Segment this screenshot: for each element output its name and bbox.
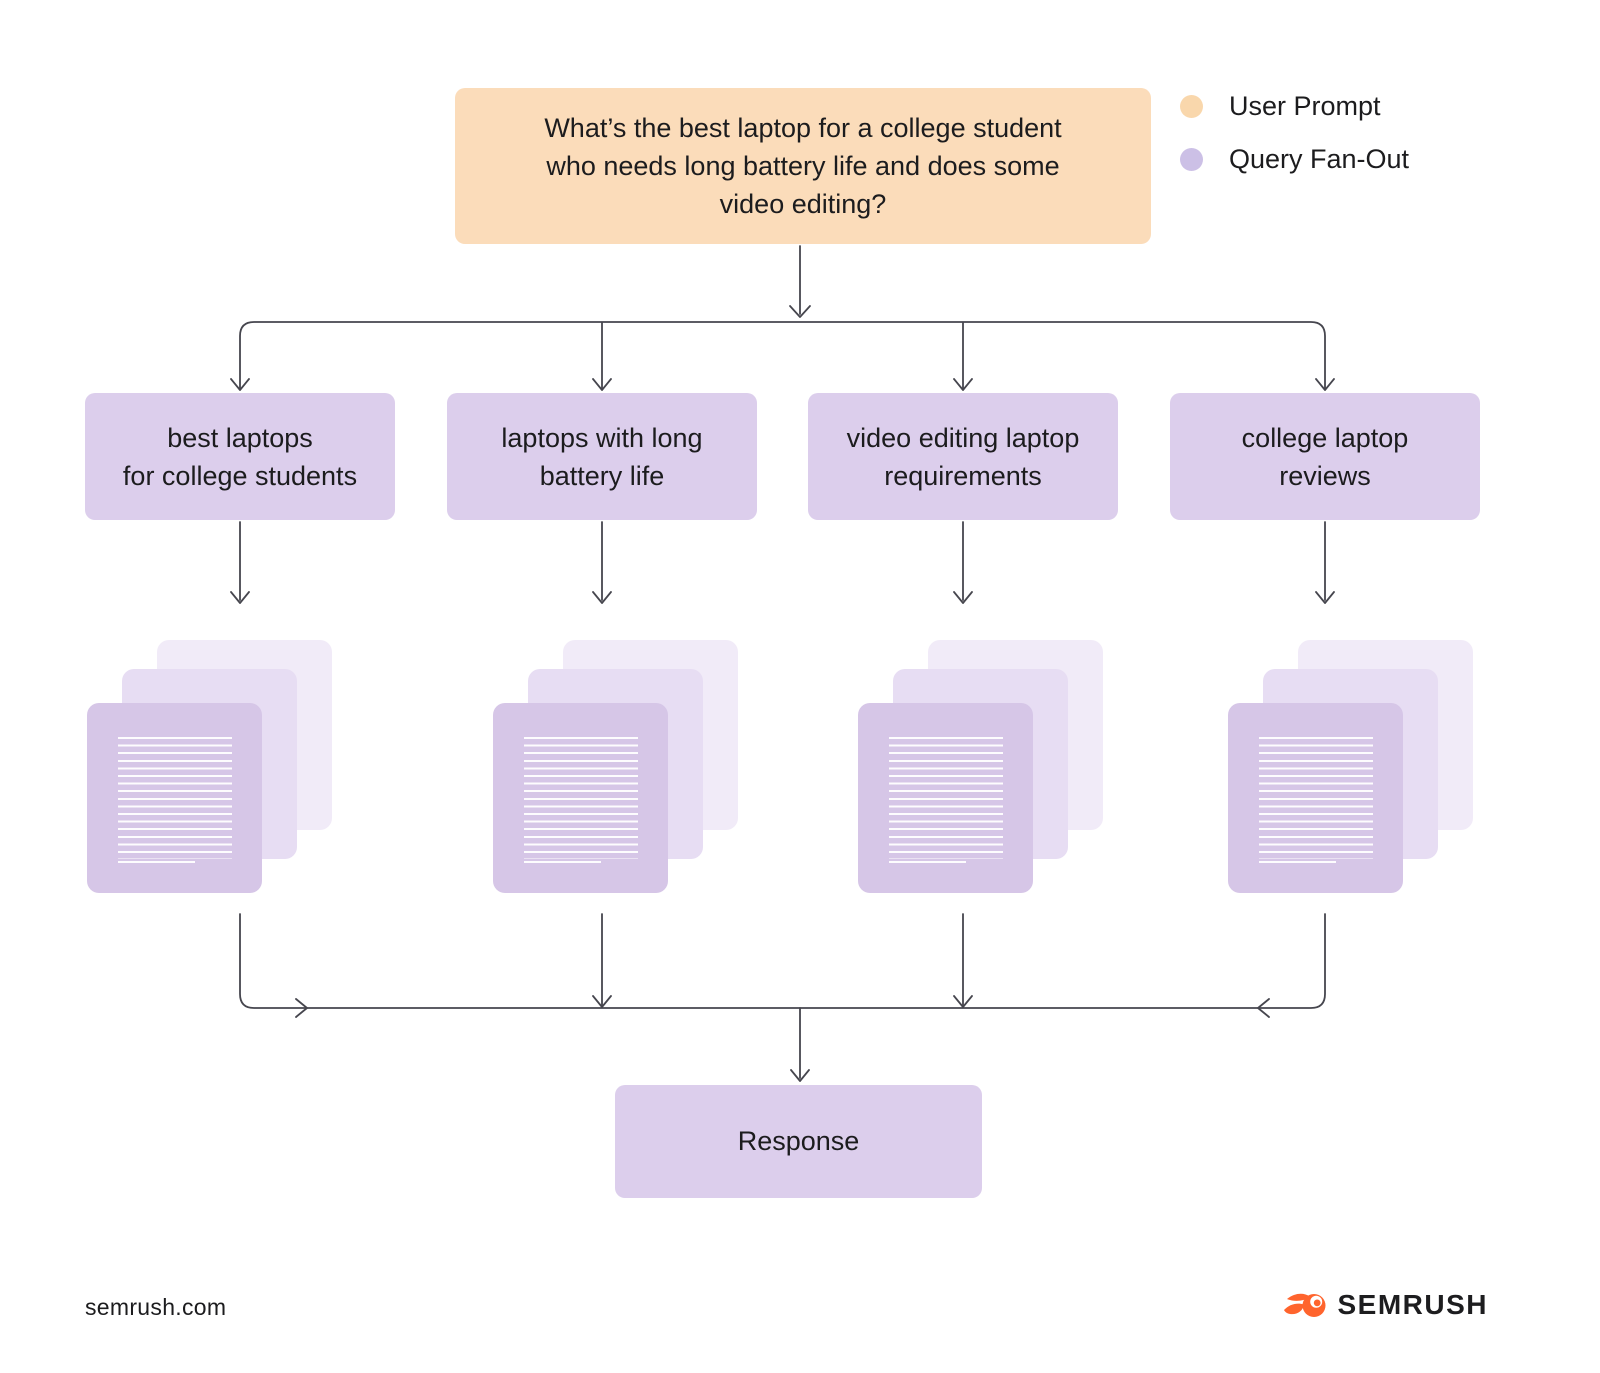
doc-text-last-line [524,861,601,863]
doc-page-front [858,703,1033,893]
fanout-bus-top-arrowheads [230,378,1335,391]
legend-label: User Prompt [1229,91,1381,121]
doc-text-last-line [1259,861,1336,863]
document-stack-icon [493,640,738,893]
doc-text-last-line [118,861,195,863]
doc-text-lines [118,737,232,859]
document-stack-icon [858,640,1103,893]
doc-text-lines [1259,737,1373,859]
response-box: Response [615,1085,982,1198]
query-box-battery-life: laptops with long battery life [447,393,757,520]
query-text: best laptops [167,422,313,453]
query-text: for college students [122,460,358,491]
query-text: requirements [884,460,1042,491]
doc-page-front [1228,703,1403,893]
orange-dot-icon [1180,95,1203,118]
user-prompt-line: video editing? [719,189,887,219]
query-box-video-editing: video editing laptop requirements [808,393,1118,520]
doc-page-front [493,703,668,893]
query-box-best-laptops: best laptops for college students [85,393,395,520]
arrow-bus-to-response [790,1007,810,1082]
user-prompt-line: What’s the best laptop for a college stu… [544,113,1062,143]
document-stack-icon [1228,640,1473,893]
query-text: video editing laptop [846,422,1080,453]
response-label: Response [737,1126,860,1156]
user-prompt-line: who needs long battery life and does som… [546,151,1060,181]
document-stack-icon [87,640,332,893]
merge-bus-bottom [239,913,1326,1009]
doc-page-front [87,703,262,893]
doc-text-last-line [889,861,966,863]
query-box-college-reviews: college laptop reviews [1170,393,1480,520]
legend-item-query-fan-out: Query Fan-Out [1180,144,1409,175]
arrows-query-to-documents [230,521,1335,604]
query-text: reviews [1279,460,1371,491]
query-text: laptops with long [501,422,703,453]
legend-item-user-prompt: User Prompt [1180,91,1409,122]
fanout-bus-top [239,321,1326,389]
user-prompt-box: What’s the best laptop for a college stu… [455,88,1151,244]
purple-dot-icon [1180,148,1203,171]
doc-text-lines [889,737,1003,859]
doc-text-lines [524,737,638,859]
semrush-flame-icon [1284,1293,1326,1317]
semrush-logo: SEMRUSH [1284,1288,1488,1322]
query-text: battery life [539,460,665,491]
brand-wordmark: SEMRUSH [1337,1289,1488,1320]
website-url: semrush.com [85,1294,227,1320]
merge-bus-bottom-arrowheads [295,995,1270,1018]
legend: User Prompt Query Fan-Out [1180,91,1409,197]
legend-label: Query Fan-Out [1229,144,1410,174]
query-text: college laptop [1241,422,1409,453]
arrow-prompt-to-bus [789,245,811,318]
